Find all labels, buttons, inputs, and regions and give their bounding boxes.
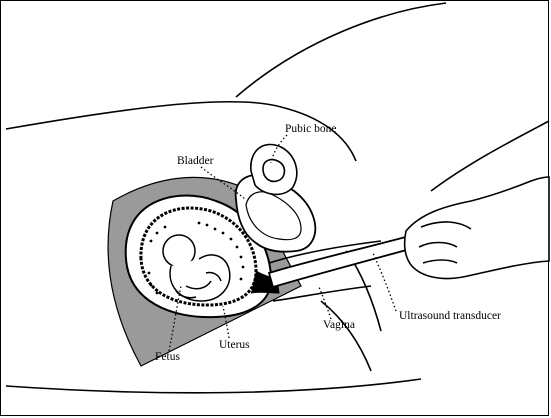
label-vagina: Vagina <box>323 319 355 331</box>
label-pubic-bone: Pubic bone <box>285 123 336 135</box>
label-uterus: Uterus <box>219 339 250 351</box>
leader-ultrasound-transducer <box>373 253 396 311</box>
label-bladder: Bladder <box>177 155 214 167</box>
label-fetus: Fetus <box>155 351 180 363</box>
label-ultrasound-transducer: Ultrasound transducer <box>399 310 501 322</box>
pubic-bone <box>251 144 297 194</box>
gloved-hand <box>405 177 549 279</box>
